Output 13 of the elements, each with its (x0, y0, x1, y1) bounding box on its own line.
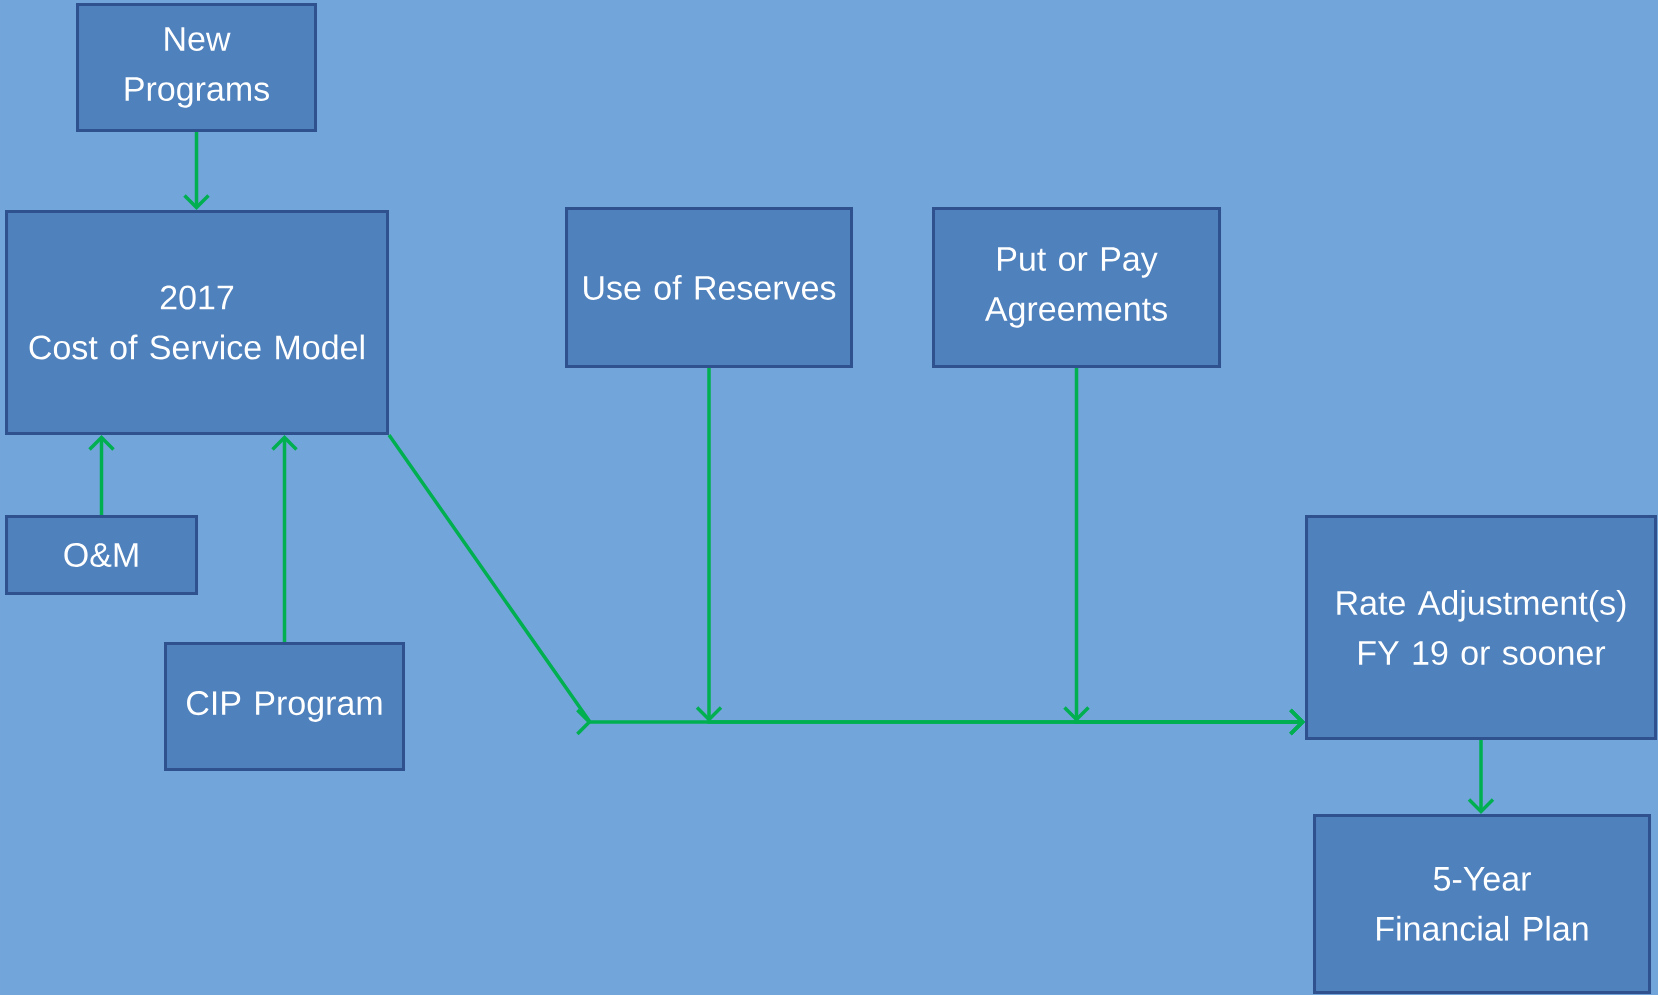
process-box: Put or Pay Agreements (932, 207, 1221, 368)
arrow (88, 435, 115, 515)
process-box: 5-Year Financial Plan (1313, 814, 1651, 994)
arrow (1063, 368, 1305, 736)
process-box: O&M (5, 515, 198, 595)
arrow (1467, 740, 1495, 814)
process-box: Rate Adjustment(s) FY 19 or sooner (1305, 515, 1657, 740)
process-box: Use of Reserves (565, 207, 853, 368)
arrow (183, 132, 210, 210)
arrow (271, 435, 298, 642)
process-box: CIP Program (164, 642, 405, 771)
process-box: New Programs (76, 3, 317, 132)
process-box: 2017 Cost of Service Model (5, 210, 389, 435)
